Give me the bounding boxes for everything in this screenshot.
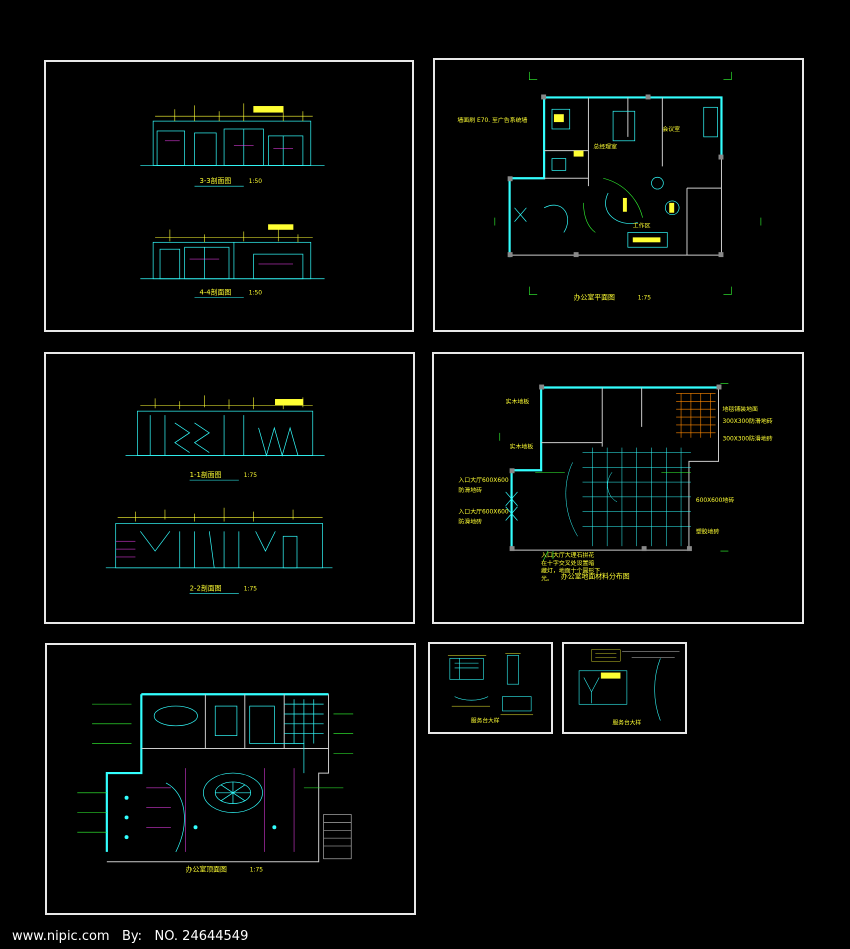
drawing-sheet-floor-plan: 墙面刷 E70. 至广告系统墙 总经理室 会议室 工作区 办公室平面图 1:75 [433, 58, 804, 332]
floor-material-title: 办公室地面材料分布图 [561, 572, 630, 581]
floor-note-r5: 塑胶地砖 [696, 527, 720, 535]
floor-note-r3: 300X300防滑地砖 [722, 435, 772, 443]
drawing-sheet-desk-detail-2: 服务台大样 [562, 642, 687, 734]
drawing-sheet-desk-detail-1: 服务台大样 [428, 642, 553, 734]
floor-note-6: 防滑地砖 [458, 517, 482, 525]
section-2-2-title: 2-2剖面图 [190, 583, 222, 592]
floor-note-10: 光。 [541, 575, 553, 583]
desk-detail-2-drawing: 服务台大样 [578, 649, 680, 726]
floor-note-9: 藏灯，地面十个圆形下 [541, 567, 600, 575]
floor-note-7: 入口大厅大理石拼花 [541, 551, 594, 559]
sections-3-4-drawing: 3-3剖面图 1:50 4-4剖面图 1:50 [140, 103, 325, 298]
wall-finish-note: 墙面刷 E70. 至广告系统墙 [457, 116, 527, 124]
room-label-meeting: 会议室 [662, 125, 680, 133]
watermark-id-label: NO. [154, 929, 179, 944]
floor-material-drawing: 实木地板 实木地板 入口大厅600X600 防滑地砖 入口大厅600X600 防… [458, 383, 773, 583]
watermark-site: www.nipic.com [12, 929, 110, 944]
ceiling-plan-drawing: 办公室顶面图 1:75 [77, 693, 354, 874]
watermark-id: 24644549 [182, 929, 249, 944]
desk-detail-1-title: 服务台大样 [471, 716, 500, 724]
watermark-by: By: [122, 929, 143, 944]
floor-note-2: 实木地板 [510, 443, 534, 451]
drawing-sheet-sections-1-2: 1-1剖面图 1:75 2-2剖面图 1:75 [44, 352, 415, 624]
drawing-sheet-floor-material: 实木地板 实木地板 入口大厅600X600 防滑地砖 入口大厅600X600 防… [432, 352, 804, 624]
desk-detail-1-drawing: 服务台大样 [447, 653, 534, 724]
section-3-3-scale: 1:50 [249, 179, 263, 185]
floor-plan-drawing: 墙面刷 E70. 至广告系统墙 总经理室 会议室 工作区 办公室平面图 1:75 [457, 71, 762, 301]
floor-note-8: 在十字交叉处设置暗 [541, 559, 594, 567]
ceiling-plan-scale: 1:75 [250, 868, 264, 874]
section-1-1-scale: 1:75 [244, 473, 258, 479]
floor-note-3: 入口大厅600X600 [458, 476, 508, 484]
watermark-bar: www.nipic.com By: NO. 24644549 [0, 925, 850, 949]
floor-note-r1: 地毯铺装地面 [722, 405, 758, 413]
drawing-sheet-sections-3-4: 3-3剖面图 1:50 4-4剖面图 1:50 [44, 60, 414, 332]
floor-note-1: 实木地板 [506, 397, 530, 405]
section-3-3-title: 3-3剖面图 [199, 176, 231, 185]
section-1-1-title: 1-1剖面图 [190, 470, 222, 479]
room-label-work-area: 工作区 [633, 222, 651, 230]
section-2-2-scale: 1:75 [244, 586, 258, 592]
section-4-4-title: 4-4剖面图 [199, 288, 231, 297]
drawing-sheet-ceiling-plan: 办公室顶面图 1:75 [45, 643, 416, 915]
floor-note-4: 防滑地砖 [458, 486, 482, 494]
ceiling-plan-title: 办公室顶面图 [186, 865, 227, 874]
floor-plan-scale: 1:75 [638, 295, 652, 301]
room-label-manager: 总经理室 [593, 143, 617, 151]
desk-detail-2-title: 服务台大样 [613, 718, 642, 726]
floor-note-r4: 600X600地砖 [696, 496, 734, 504]
section-4-4-scale: 1:50 [249, 291, 263, 297]
floor-note-5: 入口大厅600X600 [458, 508, 508, 516]
sections-1-2-drawing: 1-1剖面图 1:75 2-2剖面图 1:75 [105, 395, 333, 594]
floor-note-r2: 300X300防滑地砖 [722, 417, 772, 425]
floor-plan-title: 办公室平面图 [574, 292, 615, 301]
